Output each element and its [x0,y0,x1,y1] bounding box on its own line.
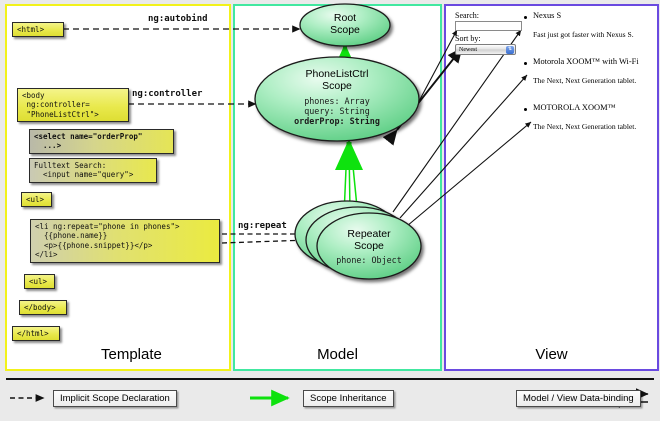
sort-by-selected-value: Newest [459,47,477,53]
scope-root-title-line2: Scope [330,24,360,36]
sort-by-label: Sort by: [455,34,481,43]
wire-label-ng-repeat: ng:repeat [238,221,287,231]
legend-scope-inheritance: Scope Inheritance [303,390,394,407]
panel-model: Model [233,4,442,371]
list-bullet [524,62,527,65]
wire-label-ng-autobind: ng:autobind [148,14,208,24]
phone-name: MOTOROLA XOOM™ [533,103,616,112]
wire-label-ng-controller: ng:controller [132,89,203,99]
scope-prop-phone: phone: Object [336,255,402,265]
code-box-li-repeat[interactable]: <li ng:repeat="phone in phones"> {{phone… [30,219,220,263]
scope-root-title: Root Scope [300,12,390,36]
code-box-html-open[interactable]: <html> [12,22,64,38]
legend-divider [6,378,654,380]
scope-phonelistctrl-title: PhoneListCtrl Scope [272,68,402,92]
scope-root-title-line1: Root [333,12,357,24]
code-box-ul-open[interactable]: <ul> [21,192,52,208]
search-label: Search: [455,11,479,20]
list-item: MOTOROLA XOOM™ [533,103,616,112]
scope-prop-phones: phones: Array [304,96,370,106]
list-bullet [524,16,527,19]
code-box-html-close[interactable]: </html> [12,326,60,342]
code-box-fulltext-search[interactable]: Fulltext Search: <input name="query"> [29,158,157,183]
list-item: Motorola XOOM™ with Wi-Fi [533,57,639,66]
panel-model-label: Model [317,346,358,363]
scope-phonelistctrl-title-line2: Scope [322,80,352,92]
scope-prop-orderprop: orderProp: String [294,116,380,126]
panel-template: Template [5,4,231,371]
list-item: Nexus S [533,11,561,20]
code-box-body-open[interactable]: <body ng:controller= "PhoneListCtrl"> [17,88,129,123]
scope-repeater-title-line1: Repeater [347,228,391,240]
scope-repeater-props: phone: Object [319,255,419,265]
legend-implicit-scope-declaration: Implicit Scope Declaration [53,390,177,407]
scope-repeater-title-line2: Scope [354,240,384,252]
search-input[interactable] [455,21,522,31]
phone-name: Nexus S [533,11,562,20]
scope-prop-query: query: String [304,106,370,116]
scope-phonelistctrl-props: phones: Array query: String orderProp: S… [272,96,402,126]
chevron-updown-icon[interactable]: ⇅ [506,46,514,54]
scope-phonelistctrl-title-line1: PhoneListCtrl [305,68,369,80]
legend-model-view-data-binding: Model / View Data-binding [516,390,641,407]
panel-view-label: View [535,346,568,363]
sort-by-select[interactable]: Newest ⇅ [455,44,516,55]
phone-name: Motorola XOOM™ with Wi-Fi [533,57,639,66]
panel-template-label: Template [101,346,162,363]
phone-snippet: The Next, Next Generation tablet. [533,122,637,131]
scope-repeater-title: Repeater Scope [319,228,419,252]
code-box-ul-close[interactable]: <ul> [24,274,55,290]
code-box-body-close[interactable]: </body> [19,300,67,316]
code-box-select-tag[interactable]: <select name="orderProp" ...> [29,129,174,154]
list-bullet [524,108,527,111]
phone-snippet: The Next, Next Generation tablet. [533,76,637,85]
phone-snippet: Fast just got faster with Nexus S. [533,30,634,39]
